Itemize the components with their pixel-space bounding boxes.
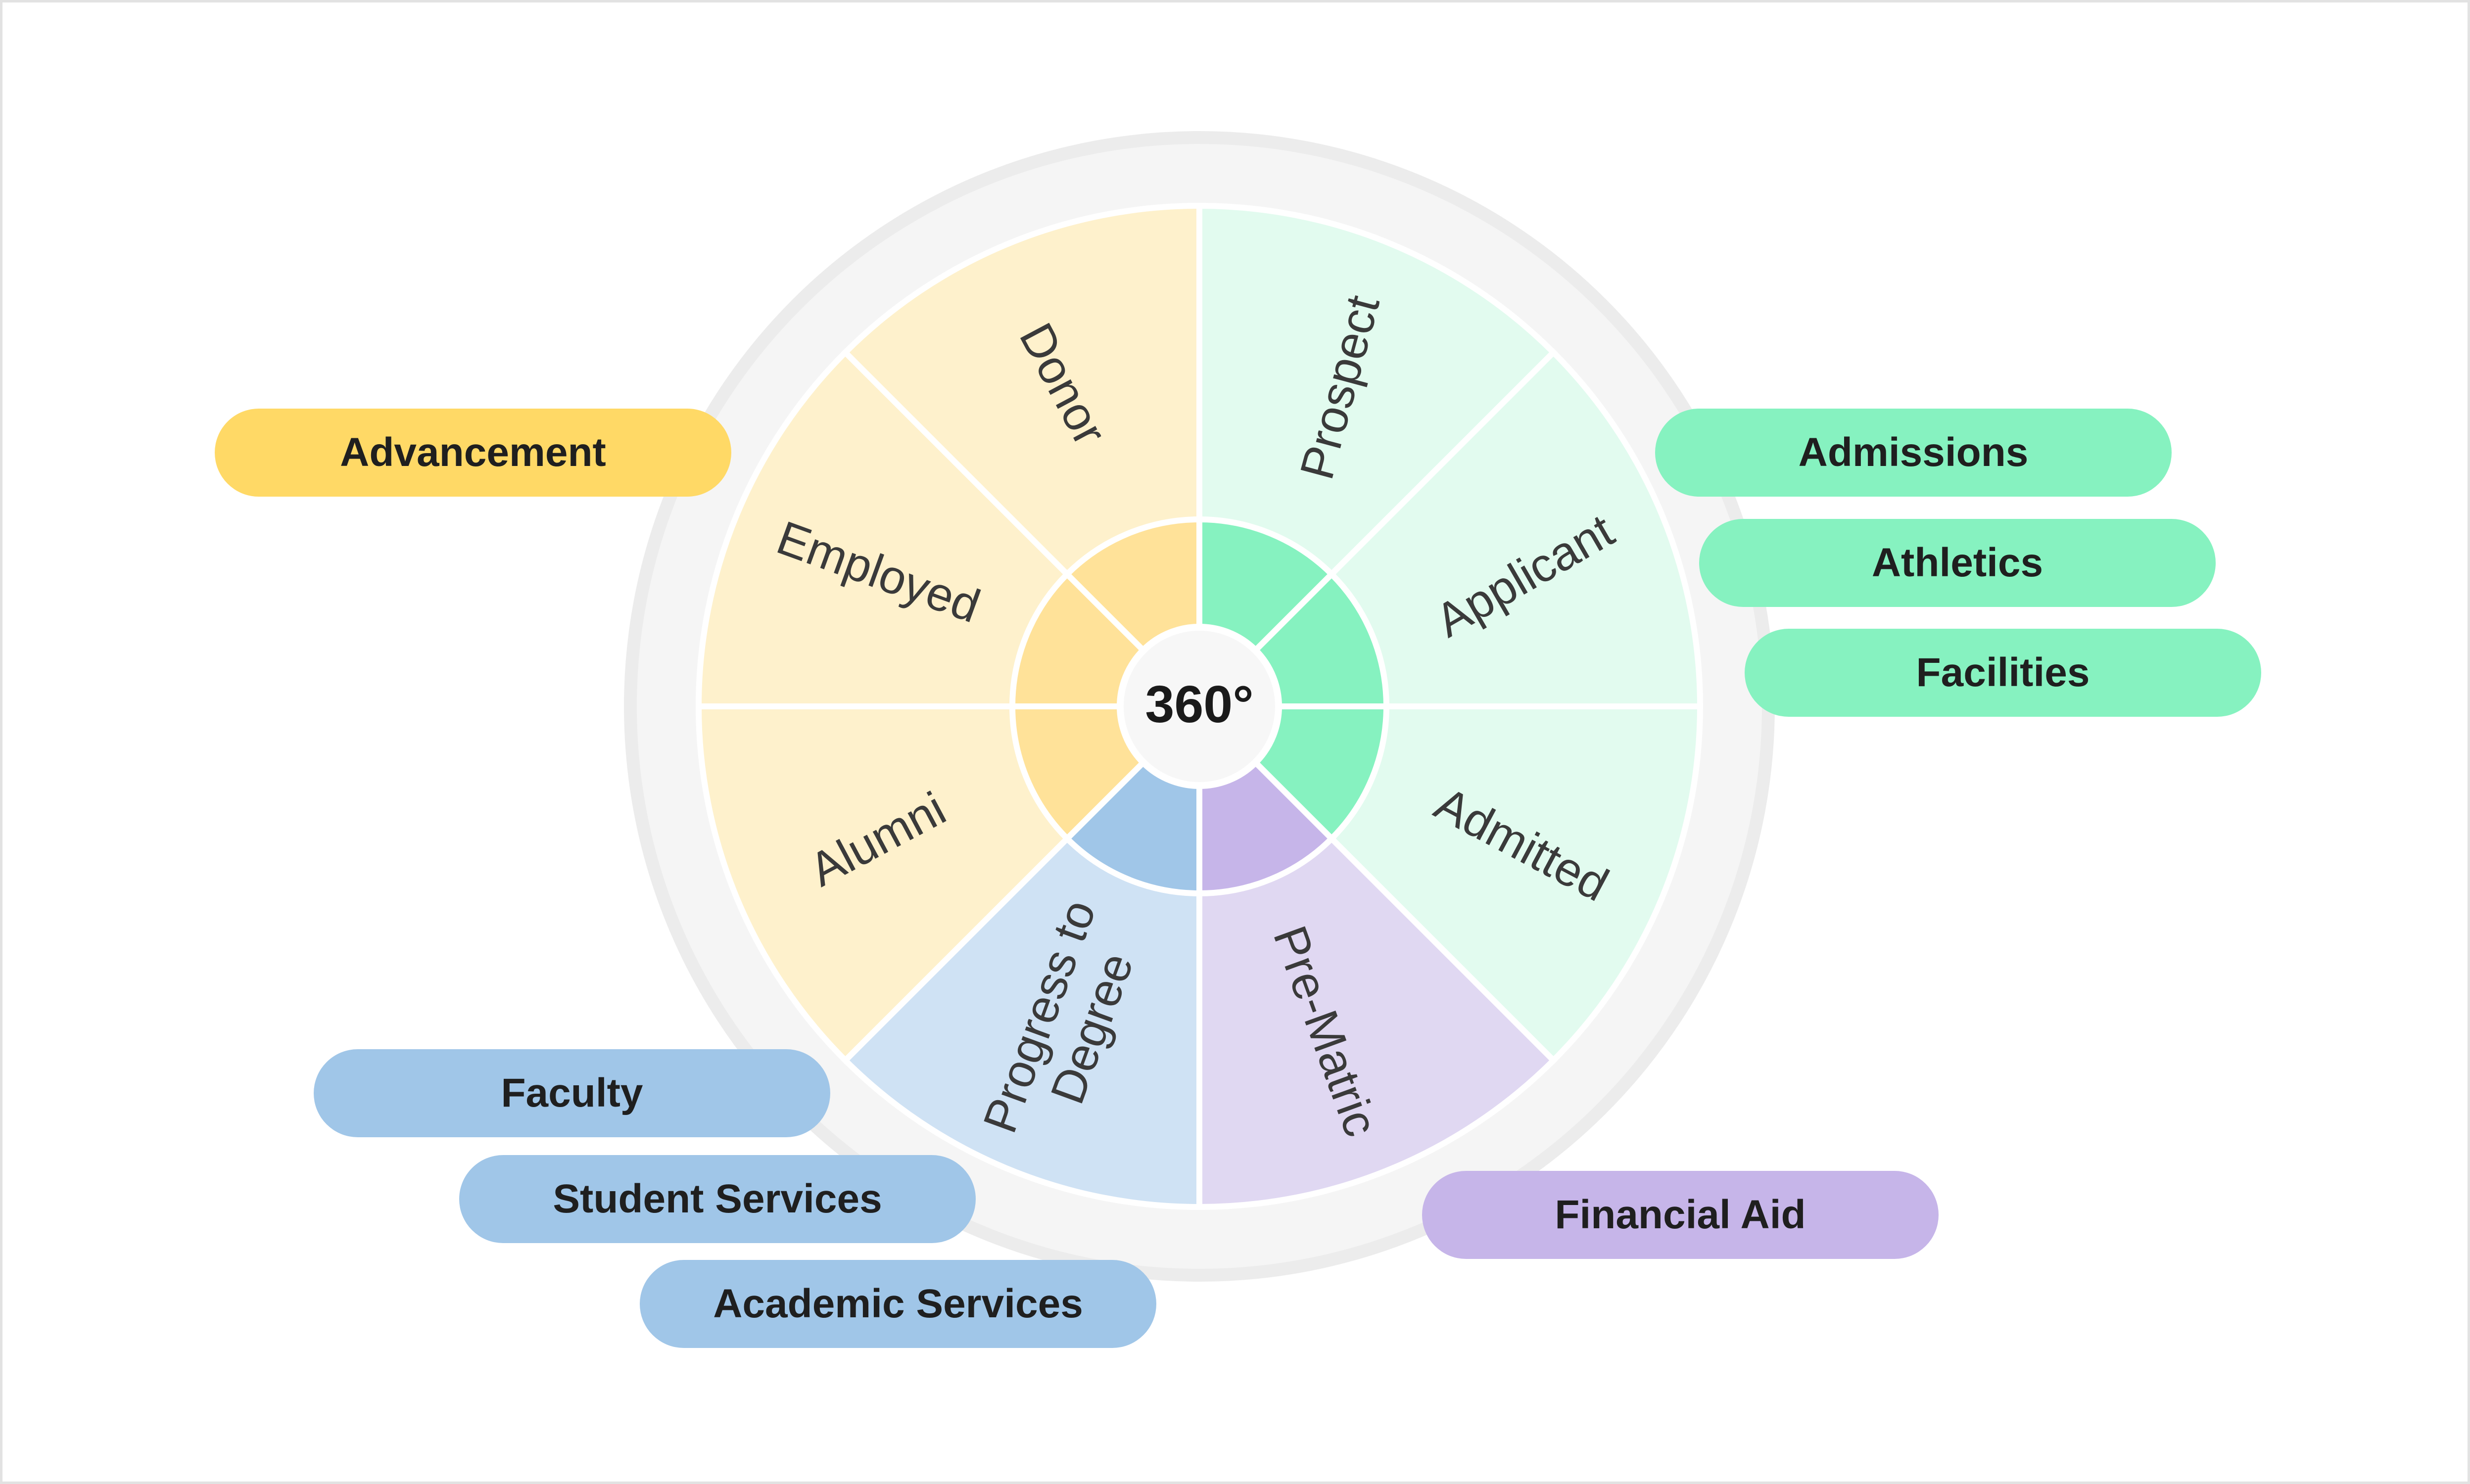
- center-circle: [1117, 624, 1282, 789]
- pill-faculty: Faculty: [314, 1049, 830, 1137]
- pill-academic-services: Academic Services: [640, 1260, 1156, 1348]
- pill-athletics: Athletics: [1699, 519, 2216, 607]
- pill-advancement: Advancement: [215, 409, 731, 497]
- pill-facilities: Facilities: [1745, 629, 2261, 717]
- center-label: 360°: [1145, 675, 1253, 734]
- pill-student-services: Student Services: [459, 1155, 976, 1243]
- pill-financial-aid: Financial Aid: [1422, 1171, 1939, 1259]
- pill-admissions: Admissions: [1655, 409, 2172, 497]
